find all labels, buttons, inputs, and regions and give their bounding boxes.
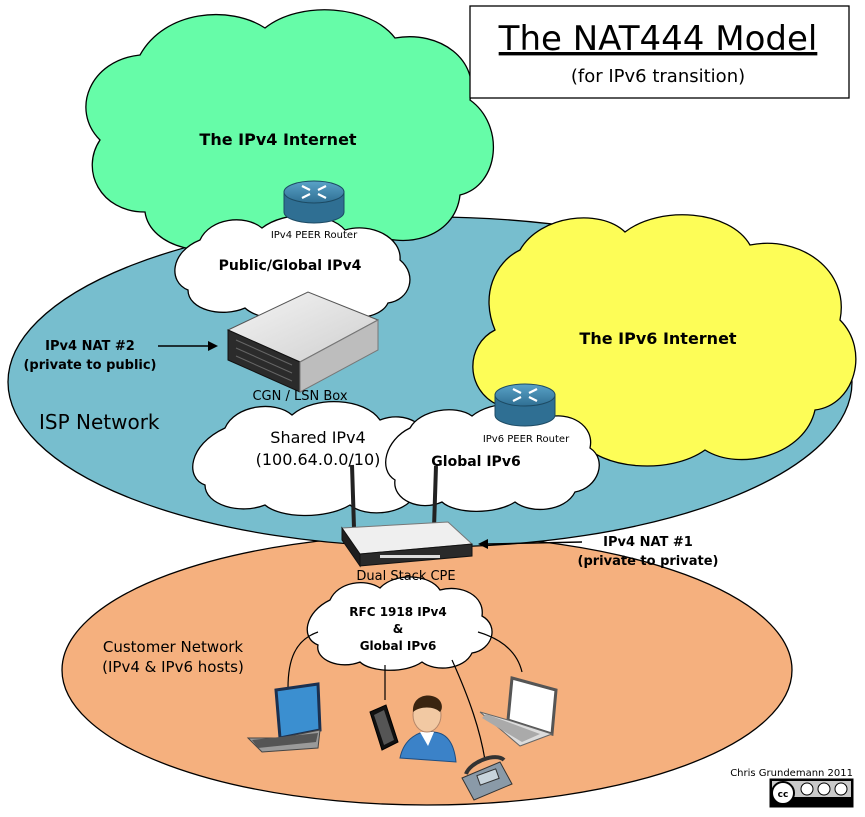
- ipv6-router-icon: [494, 383, 556, 427]
- laptop-icon-left: [246, 682, 322, 753]
- customer-network-label-2: (IPv4 & IPv6 hosts): [102, 658, 244, 676]
- nc-icon: [817, 782, 831, 796]
- svg-text:cc: cc: [778, 790, 789, 800]
- person-icon: [399, 695, 457, 763]
- cc-license-badge: cc BY NC SA: [769, 778, 854, 808]
- by-icon: [800, 782, 814, 796]
- cpe-label: Dual Stack CPE: [356, 569, 455, 584]
- laptop-icon-right: [479, 676, 558, 747]
- title-box: [469, 5, 850, 99]
- global-ipv6-cloud: [385, 403, 600, 513]
- shared-ipv4-label-2: (100.64.0.0/10): [256, 450, 381, 469]
- phone-icon: [461, 755, 513, 801]
- rfc1918-label-1: RFC 1918 IPv4: [349, 605, 446, 619]
- ipv6-router-label: IPv6 PEER Router: [483, 434, 570, 445]
- ipv4-internet-cloud: [85, 9, 495, 256]
- nat1-label-2: (private to private): [578, 554, 719, 569]
- cc-icon: [771, 781, 795, 805]
- rfc1918-cloud: [306, 576, 493, 671]
- nat1-arrow: [478, 539, 583, 549]
- license-by: BY: [803, 800, 811, 807]
- author-credit: Chris Grundemann 2011: [730, 768, 853, 779]
- sa-icon: [834, 782, 848, 796]
- public-ipv4-cloud: [174, 214, 411, 321]
- cgn-box-label: CGN / LSN Box: [252, 389, 347, 404]
- page-title: The NAT444 Model: [498, 19, 818, 59]
- license-sa: SA: [837, 800, 846, 807]
- page-subtitle: (for IPv6 transition): [571, 66, 745, 87]
- public-ipv4-label: Public/Global IPv4: [219, 258, 362, 274]
- license-nc: NC: [820, 800, 829, 807]
- nat2-label-2: (private to public): [23, 358, 156, 373]
- rfc1918-label-2: &: [393, 622, 403, 636]
- cgn-server-icon: [226, 291, 380, 393]
- tablet-icon: [369, 704, 399, 751]
- nat1-label-1: IPv4 NAT #1: [603, 535, 693, 550]
- isp-network-label: ISP Network: [39, 410, 160, 434]
- ipv4-internet-label: The IPv4 Internet: [199, 130, 357, 149]
- nat2-arrow: [158, 341, 218, 351]
- global-ipv6-label: Global IPv6: [431, 454, 520, 470]
- ipv6-internet-cloud: [472, 214, 857, 467]
- ipv4-router-label: IPv4 PEER Router: [271, 230, 358, 241]
- customer-network-label-1: Customer Network: [103, 638, 244, 656]
- ipv4-router-icon: [283, 180, 345, 224]
- cpe-router-icon: [341, 464, 474, 568]
- shared-ipv4-label-1: Shared IPv4: [270, 428, 365, 447]
- host-links: [287, 631, 523, 761]
- rfc1918-label-3: Global IPv6: [360, 639, 437, 653]
- nat2-label-1: IPv4 NAT #2: [45, 339, 135, 354]
- ipv6-internet-label: The IPv6 Internet: [579, 329, 737, 348]
